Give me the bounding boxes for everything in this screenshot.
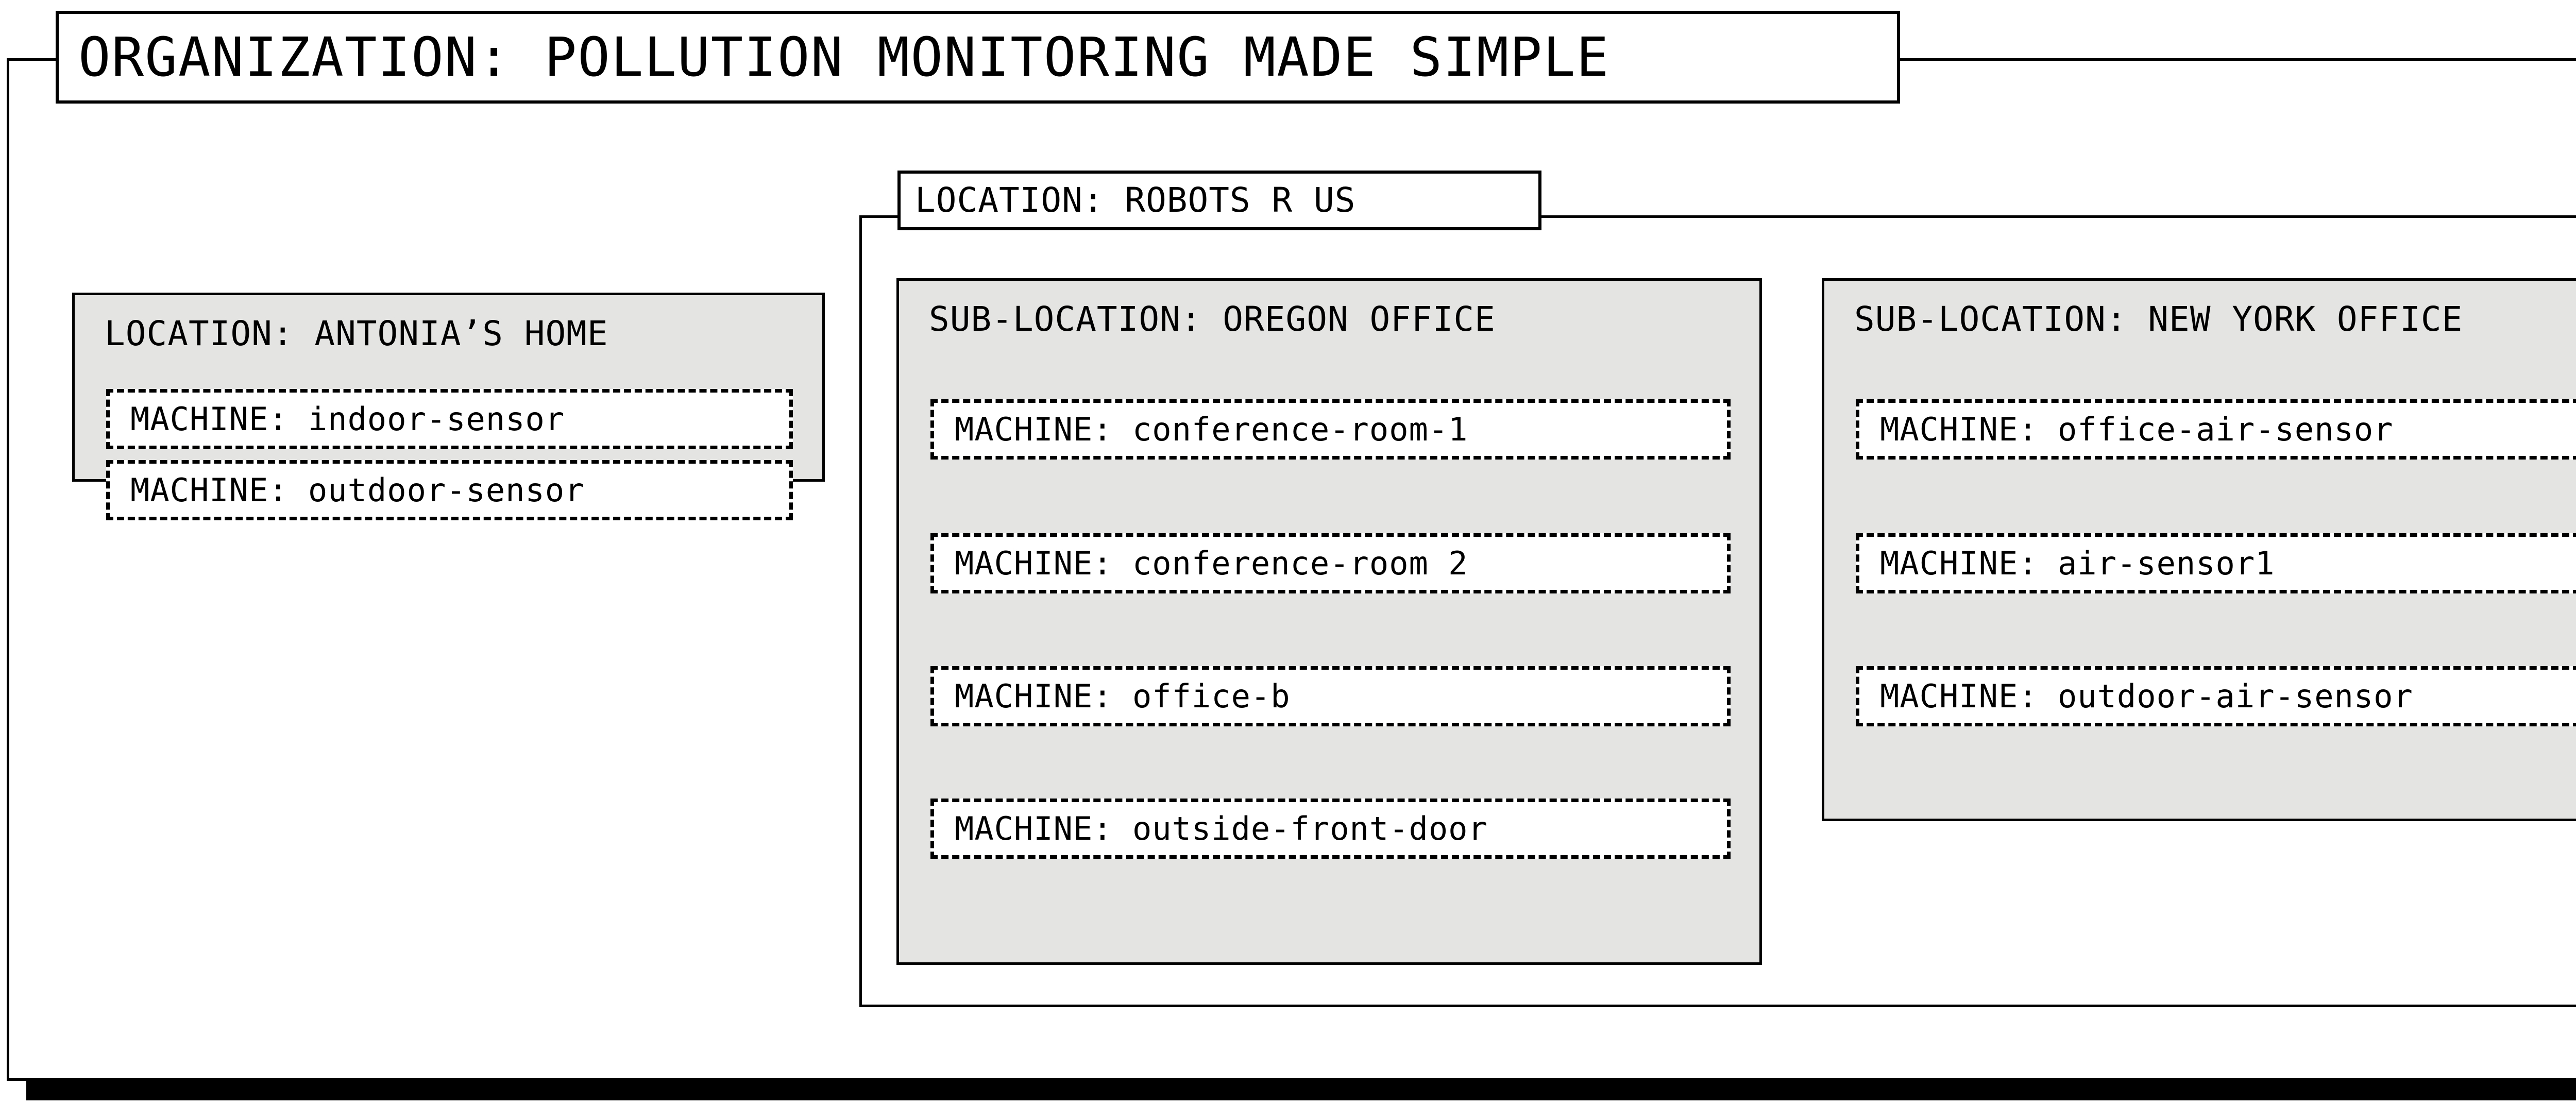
machine-label: MACHINE: outside-front-door: [955, 809, 1488, 847]
sublocation-panel-new-york-office[interactable]: SUB-LOCATION: NEW YORK OFFICE MACHINE: o…: [1822, 278, 2576, 821]
machine-box-outdoor-sensor[interactable]: MACHINE: outdoor-sensor: [106, 460, 793, 520]
location-label-box-robots-r-us: LOCATION: ROBOTS R US: [897, 171, 1541, 230]
sublocation-label-oregon-office: SUB-LOCATION: OREGON OFFICE: [929, 299, 1496, 339]
machine-box-office-b[interactable]: MACHINE: office-b: [930, 666, 1731, 726]
machine-box-outdoor-air-sensor[interactable]: MACHINE: outdoor-air-sensor: [1856, 666, 2576, 726]
machine-box-indoor-sensor[interactable]: MACHINE: indoor-sensor: [106, 389, 793, 449]
machine-box-outside-front-door[interactable]: MACHINE: outside-front-door: [930, 799, 1731, 859]
organization-title-box: ORGANIZATION: POLLUTION MONITORING MADE …: [56, 11, 1900, 104]
machine-label: MACHINE: office-air-sensor: [1880, 410, 2394, 448]
machine-label: MACHINE: outdoor-sensor: [130, 471, 585, 509]
location-panel-antonias-home[interactable]: LOCATION: ANTONIA’S HOME MACHINE: indoor…: [72, 293, 825, 520]
machine-box-air-sensor1[interactable]: MACHINE: air-sensor1: [1856, 533, 2576, 593]
machine-box-office-air-sensor[interactable]: MACHINE: office-air-sensor: [1856, 399, 2576, 460]
sublocation-label-new-york-office: SUB-LOCATION: NEW YORK OFFICE: [1854, 299, 2463, 339]
sublocation-panel-oregon-office[interactable]: SUB-LOCATION: OREGON OFFICE MACHINE: con…: [896, 278, 1762, 965]
machine-label: MACHINE: office-b: [955, 677, 1291, 715]
location-label-robots-r-us: LOCATION: ROBOTS R US: [915, 180, 1356, 220]
machine-box-conference-room-2[interactable]: MACHINE: conference-room 2: [930, 533, 1731, 593]
location-label-antonias-home: LOCATION: ANTONIA’S HOME: [105, 314, 608, 353]
machine-label: MACHINE: conference-room 2: [955, 544, 1468, 582]
machine-box-conference-room-1[interactable]: MACHINE: conference-room-1: [930, 399, 1731, 460]
machine-label: MACHINE: indoor-sensor: [130, 400, 565, 438]
machine-label: MACHINE: outdoor-air-sensor: [1880, 677, 2413, 715]
organization-title: ORGANIZATION: POLLUTION MONITORING MADE …: [78, 26, 1610, 89]
machine-label: MACHINE: conference-room-1: [955, 410, 1468, 448]
machine-label: MACHINE: air-sensor1: [1880, 544, 2275, 582]
